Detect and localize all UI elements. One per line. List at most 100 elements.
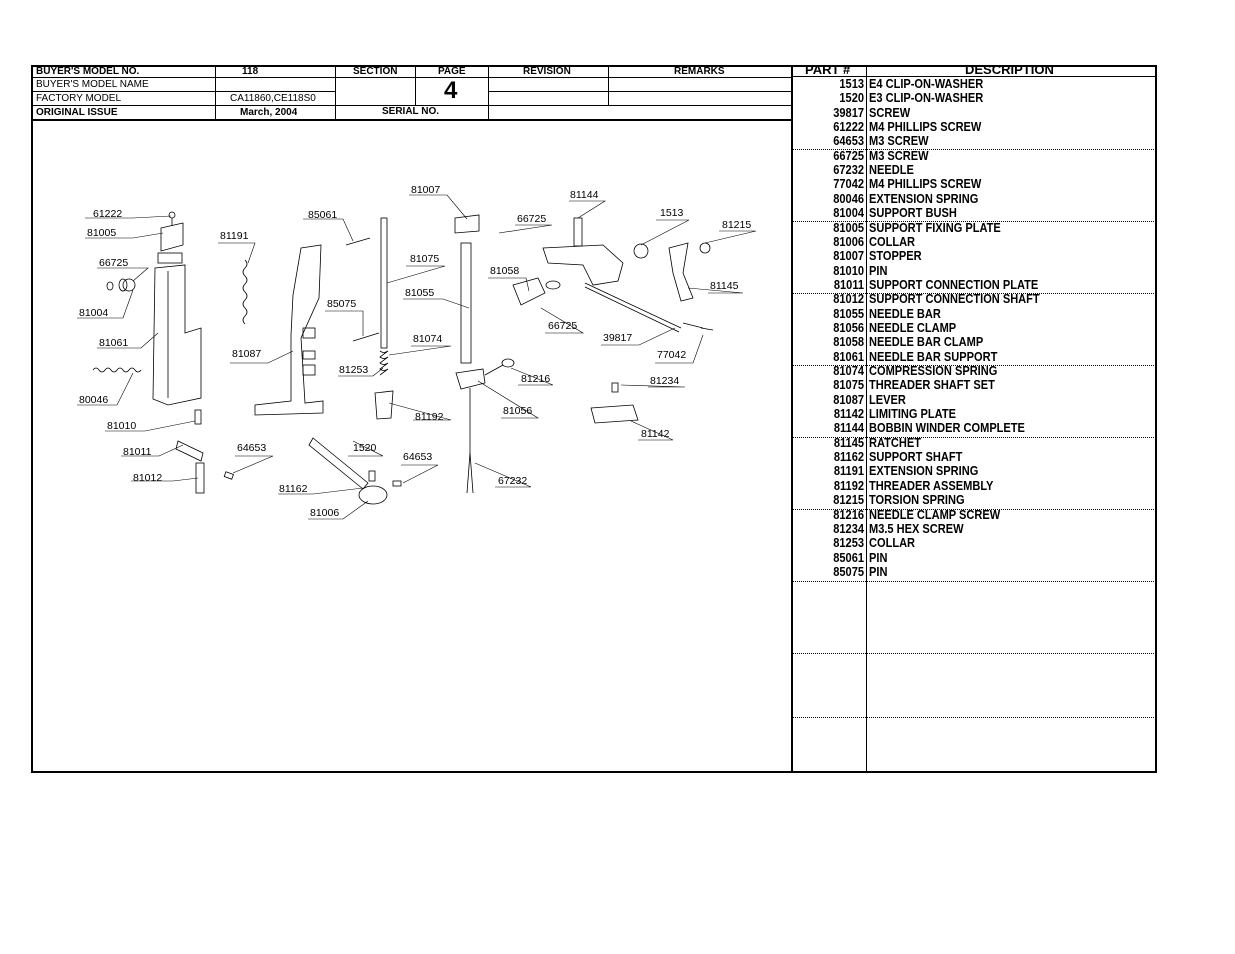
callout-81007: 81007 [411, 184, 440, 196]
parts-row: 80046 EXTENSION SPRING [793, 190, 1155, 206]
callout-81087: 81087 [232, 348, 261, 360]
part-number: 81055 [833, 305, 864, 321]
part-description: EXTENSION SPRING [869, 190, 979, 206]
part-number: 81075 [833, 377, 864, 393]
part-number: 80046 [833, 190, 864, 206]
page-number: 4 [444, 77, 458, 104]
part-description: PIN [869, 262, 888, 278]
part-description: STOPPER [869, 248, 922, 264]
part-number: 81142 [833, 406, 864, 422]
part-description: SUPPORT CONNECTION PLATE [869, 276, 1039, 292]
exploded-parts-diagram: 61222 81005 66725 81004 81061 80046 8101… [77, 184, 757, 520]
callout-61222: 61222 [93, 208, 122, 220]
callout-66725: 66725 [99, 257, 128, 269]
factory-model-label: FACTORY MODEL [36, 93, 122, 104]
callout-81011: 81011 [123, 446, 152, 458]
part-number: 66725 [833, 147, 864, 163]
row-separator [793, 437, 1156, 438]
callout-66725: 66725 [548, 320, 577, 332]
part-description: COLLAR [869, 535, 916, 551]
callout-81010: 81010 [107, 420, 136, 432]
part-number: 81087 [833, 391, 864, 407]
part-description: SCREW [869, 104, 911, 120]
part-number: 81191 [833, 463, 864, 479]
part-number: 61222 [833, 119, 864, 135]
parts-row: 81012 SUPPORT CONNECTION SHAFT [793, 292, 1155, 306]
callout-81234: 81234 [650, 375, 679, 387]
part-number: 81162 [833, 449, 864, 465]
part-number: 85061 [833, 549, 864, 565]
callout-81056: 81056 [503, 405, 532, 417]
revision-label: REVISION [523, 66, 571, 77]
part-number: 77042 [833, 176, 864, 192]
parts-header-underline [793, 76, 1156, 77]
callout-81144: 81144 [570, 189, 599, 201]
callout-1513: 1513 [660, 207, 684, 219]
row-separator [793, 581, 1156, 582]
part-description: M4 PHILLIPS SCREW [869, 119, 982, 135]
parts-row: 81075 THREADER SHAFT SET [793, 378, 1155, 392]
row-separator [793, 717, 1156, 718]
part-description: NEEDLE [869, 162, 914, 178]
part-number: 81005 [833, 219, 864, 235]
part-number: 81006 [833, 233, 864, 249]
callout-81142: 81142 [641, 428, 670, 440]
part-number: 81011 [833, 276, 864, 292]
part-number: 81145 [833, 434, 864, 450]
part-number: 81253 [833, 535, 864, 551]
callout-81074: 81074 [413, 333, 442, 345]
part-number: 81234 [833, 520, 864, 536]
callout-81055: 81055 [405, 287, 434, 299]
row-separator [793, 149, 1156, 150]
part-number: 81144 [833, 420, 864, 436]
part-number: 81012 [833, 291, 864, 307]
callout-85061: 85061 [308, 209, 337, 221]
part-description: THREADER SHAFT SET [869, 377, 995, 393]
callout-81005: 81005 [87, 227, 116, 239]
part-description: LIMITING PLATE [869, 406, 956, 422]
callout-81192: 81192 [415, 411, 444, 423]
part-description: SUPPORT CONNECTION SHAFT [869, 291, 1040, 307]
part-number: 39817 [833, 104, 864, 120]
part-number: 81192 [833, 477, 864, 493]
callout-80046: 80046 [79, 394, 108, 406]
part-description: THREADER ASSEMBLY [869, 477, 994, 493]
part-description: NEEDLE BAR CLAMP [869, 334, 984, 350]
buyer-model-name-label: BUYER'S MODEL NAME [36, 79, 149, 90]
part-number-header: PART # [805, 62, 851, 77]
parts-list-header: PART # DESCRIPTION [793, 62, 1155, 77]
part-description: SUPPORT BUSH [869, 205, 957, 221]
part-description: NEEDLE CLAMP [869, 319, 957, 335]
part-column-divider [866, 65, 867, 773]
callout-64653: 64653 [403, 451, 432, 463]
callout-66725: 66725 [517, 213, 546, 225]
part-description: E3 CLIP-ON-WASHER [869, 90, 984, 106]
callout-81061: 81061 [99, 337, 128, 349]
part-description: NEEDLE BAR SUPPORT [869, 348, 998, 364]
part-number: 64653 [833, 133, 864, 149]
part-number: 81216 [833, 506, 864, 522]
serial-no-label: SERIAL NO. [382, 106, 440, 117]
parts-list-divider [791, 65, 793, 773]
